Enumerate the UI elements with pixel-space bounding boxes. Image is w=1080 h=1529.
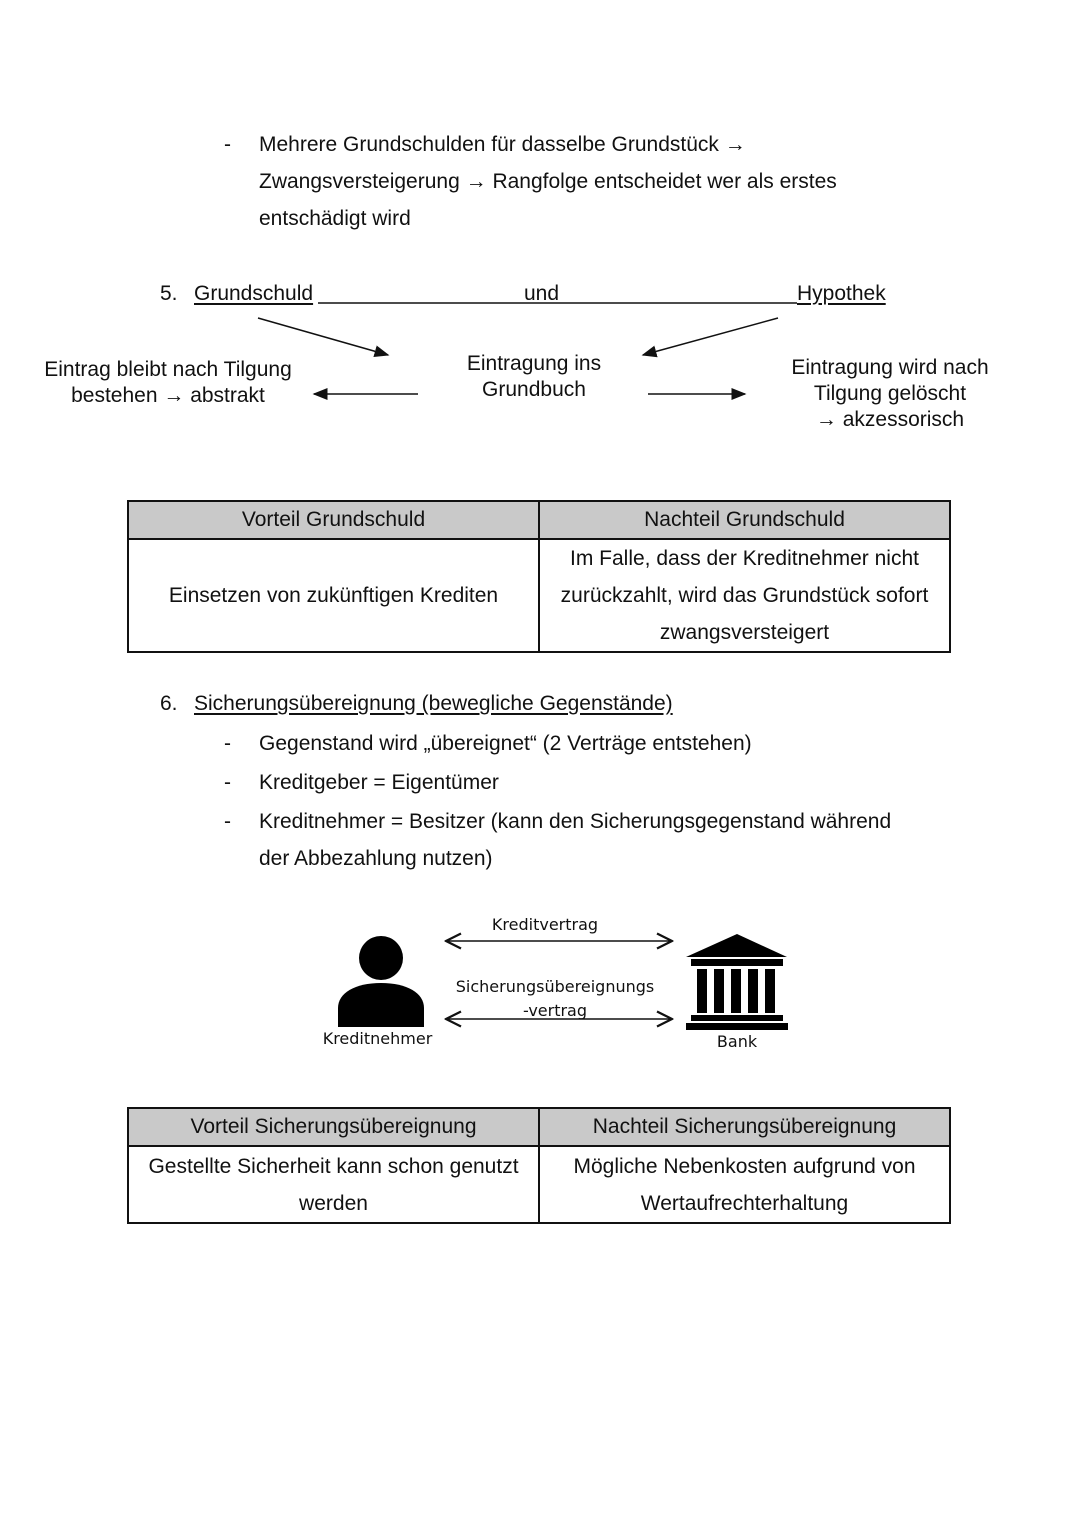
grundbuch-description: Eintragung ins Grundbuch [434, 351, 634, 403]
table-header: Vorteil Grundschuld [127, 500, 540, 540]
kreditnehmer-label: Kreditnehmer [322, 1029, 433, 1048]
table-cell: Im Falle, dass der Kreditnehmer nicht zu… [538, 538, 951, 653]
connector-und: und [524, 282, 560, 305]
table-header: Nachteil Grundschuld [538, 500, 951, 540]
bullet-marker: - [224, 133, 231, 156]
section-number: 6. [160, 692, 178, 715]
label-line: -vertrag [522, 1001, 588, 1020]
bank-icon [686, 934, 788, 1030]
hypothek-description: Eintragung wird nach Tilgung gelöscht → … [770, 355, 1010, 433]
bullet-line: der Abbezahlung nutzen) [259, 847, 493, 870]
bullet-line: entschädigt wird [259, 207, 411, 230]
table-cell: Mögliche Nebenkosten aufgrund von Wertau… [538, 1145, 951, 1224]
bank-label: Bank [716, 1032, 758, 1051]
table-cell: Einsetzen von zukünftigen Krediten [127, 538, 540, 653]
term-hypothek: Hypothek [797, 282, 886, 305]
kreditvertrag-label: Kreditvertrag [491, 915, 599, 934]
sicherungsuebereignung-table: Vorteil Sicherungsübereignung Nachteil S… [127, 1107, 951, 1224]
bullet-marker: - [224, 771, 231, 794]
table-cell: Gestellte Sicherheit kann schon genutzt … [127, 1145, 540, 1224]
cell-line: Gestellte Sicherheit kann schon genutzt [148, 1154, 519, 1178]
description-line: Grundbuch [482, 378, 586, 401]
section-number: 5. [160, 282, 178, 305]
table-header: Nachteil Sicherungsübereignung [538, 1107, 951, 1147]
bullet-line: Zwangsversteigerung → Rangfolge entschei… [259, 170, 837, 193]
description-line: Tilgung gelöscht [813, 382, 967, 405]
arrow-right-to-center [641, 317, 779, 358]
grundschuld-table: Vorteil Grundschuld Nachteil Grundschuld… [127, 500, 951, 653]
grundschuld-description: Eintrag bleibt nach Tilgung bestehen → a… [30, 357, 306, 409]
cell-line: Mögliche Nebenkosten aufgrund von [573, 1154, 916, 1178]
description-line: Eintrag bleibt nach Tilgung [44, 358, 292, 381]
cell-line: Wertaufrechterhaltung [640, 1191, 849, 1215]
description-line: → akzessorisch [815, 408, 965, 431]
term-grundschuld: Grundschuld [194, 282, 314, 305]
description-line: Eintragung ins [466, 352, 602, 375]
sicherungsvertrag-label: Sicherungsübereignungs -vertrag [430, 975, 680, 1023]
bullet-marker: - [224, 810, 231, 833]
label-line: Sicherungsübereignungs [455, 977, 655, 996]
bullet-marker: - [224, 732, 231, 755]
description-line: Eintragung wird nach [791, 356, 989, 379]
bullet-line: Kreditnehmer = Besitzer (kann den Sicher… [259, 810, 892, 833]
comparison-arrows [257, 302, 797, 400]
security-transfer-diagram [338, 905, 788, 1030]
section-title: Sicherungsübereignung (bewegliche Gegens… [194, 692, 673, 715]
table-header: Vorteil Sicherungsübereignung [127, 1107, 540, 1147]
cell-line: Im Falle, dass der Kreditnehmer nicht [570, 547, 919, 570]
cell-line: zwangsversteigert [659, 621, 830, 644]
arrow-left-to-center [257, 317, 390, 358]
cell-line: werden [299, 1191, 368, 1215]
cell-line: zurückzahlt, wird das Grundstück sofort [560, 584, 929, 607]
bullet-line: Kreditgeber = Eigentümer [259, 771, 499, 794]
description-line: bestehen → abstrakt [71, 384, 265, 407]
person-icon [338, 936, 424, 1027]
bullet-line: Mehrere Grundschulden für dasselbe Grund… [259, 133, 746, 156]
bullet-line: Gegenstand wird „übereignet“ (2 Verträge… [259, 732, 752, 755]
